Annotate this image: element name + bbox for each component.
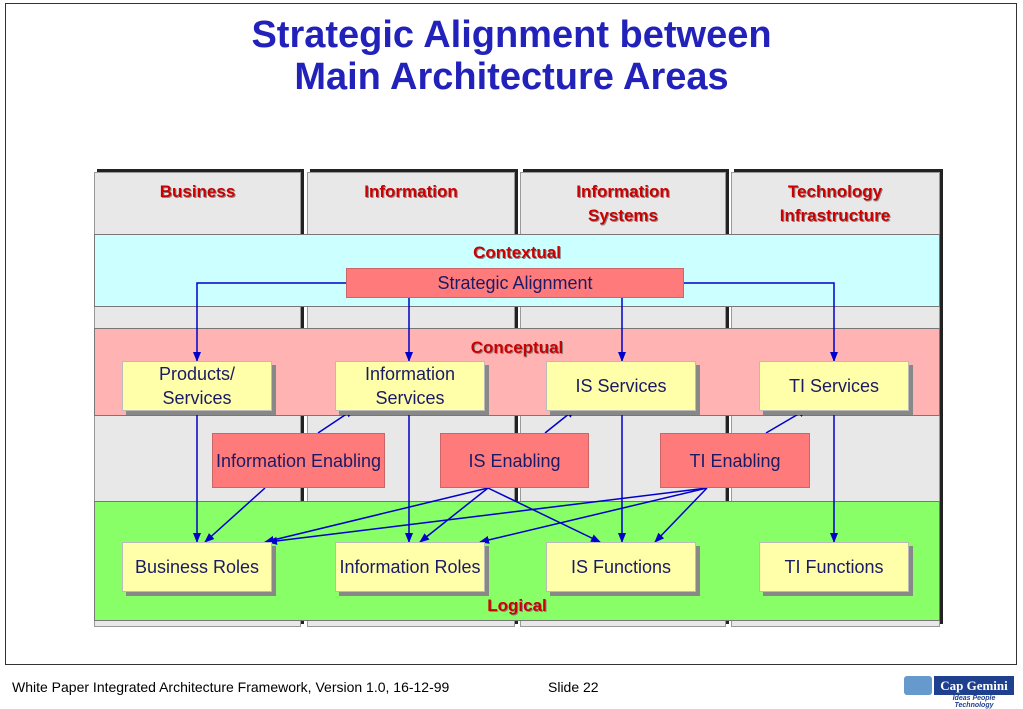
contextual-label: Contextual — [473, 243, 561, 262]
ti-functions-box: TI Functions — [759, 542, 909, 592]
information-services-box: Information Services — [335, 361, 485, 411]
information-roles-box: Information Roles — [335, 542, 485, 592]
arrow-info-enabling-to-business-roles — [204, 487, 266, 543]
arrow-alignment-to-products — [193, 282, 346, 362]
arrow-ti-enabling-to-business-roles — [267, 487, 708, 545]
ti-enabling-box: TI Enabling — [660, 433, 810, 488]
slide-number: Slide 22 — [548, 679, 599, 695]
logical-label: Logical — [487, 596, 547, 615]
title-line-2: Main Architecture Areas — [294, 56, 729, 98]
strategic-alignment-box: Strategic Alignment — [346, 268, 684, 298]
arrow-ti-enabling-to-info-roles — [479, 487, 708, 544]
is-enabling-box: IS Enabling — [440, 433, 589, 488]
arrow-alignment-to-ti-services — [684, 282, 838, 362]
is-functions-box: IS Functions — [546, 542, 696, 592]
arrow-is-enabling-to-info-roles — [419, 487, 489, 543]
cap-gemini-logo: Cap Gemini Ideas People Technology — [904, 676, 1014, 709]
arrow-is-enabling-to-business-roles — [264, 487, 489, 544]
arrow-is-enabling-to-is-services — [544, 408, 576, 434]
column-header-business: Business — [159, 182, 236, 201]
arrow-ti-enabling-to-is-functions — [654, 487, 708, 543]
products-services-box: Products/ Services — [122, 361, 272, 411]
column-header-information-systems: Information Systems — [576, 182, 670, 225]
slide-title: Strategic Alignment between Main Archite… — [0, 14, 1023, 98]
logo-tagline: Ideas People Technology — [952, 695, 996, 709]
footer-citation: White Paper Integrated Architecture Fram… — [12, 679, 450, 695]
business-roles-box: Business Roles — [122, 542, 272, 592]
arrow-is-enabling-to-is-functions — [487, 487, 601, 543]
logo-badge-icon — [904, 676, 932, 695]
conceptual-label: Conceptual — [470, 338, 564, 357]
is-services-box: IS Services — [546, 361, 696, 411]
arrow-info-enabling-to-info-services — [317, 408, 355, 434]
column-header-information: Information — [364, 182, 458, 201]
column-header-technology-infrastructure: Technology Infrastructure — [779, 182, 891, 225]
title-line-1: Strategic Alignment between — [251, 14, 772, 56]
arrow-ti-enabling-to-ti-services — [765, 408, 808, 434]
ti-services-box: TI Services — [759, 361, 909, 411]
logo-name: Cap Gemini — [934, 676, 1014, 695]
information-enabling-box: Information Enabling — [212, 433, 385, 488]
